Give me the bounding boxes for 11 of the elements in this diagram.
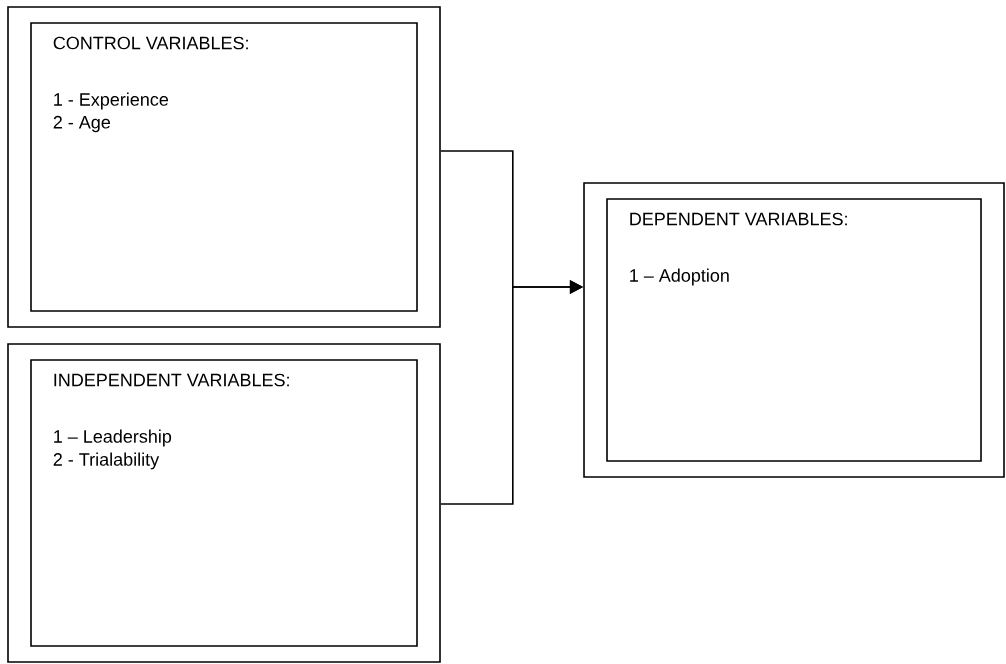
- box-heading: CONTROL VARIABLES:: [53, 36, 248, 50]
- list-item: 2 - Age: [53, 115, 111, 133]
- variable-box: [583, 182, 1005, 478]
- box-heading: INDEPENDENT VARIABLES:: [54, 373, 289, 387]
- variable-box: [7, 6, 441, 328]
- list-item: 1 – Adoption: [630, 268, 729, 286]
- list-item: 1 – Leadership: [54, 429, 172, 447]
- list-item: 2 - Trialability: [53, 452, 160, 470]
- variable-box: [7, 343, 441, 663]
- list-item: 1 - Experience: [54, 92, 169, 110]
- box-heading: DEPENDENT VARIABLES:: [630, 212, 847, 226]
